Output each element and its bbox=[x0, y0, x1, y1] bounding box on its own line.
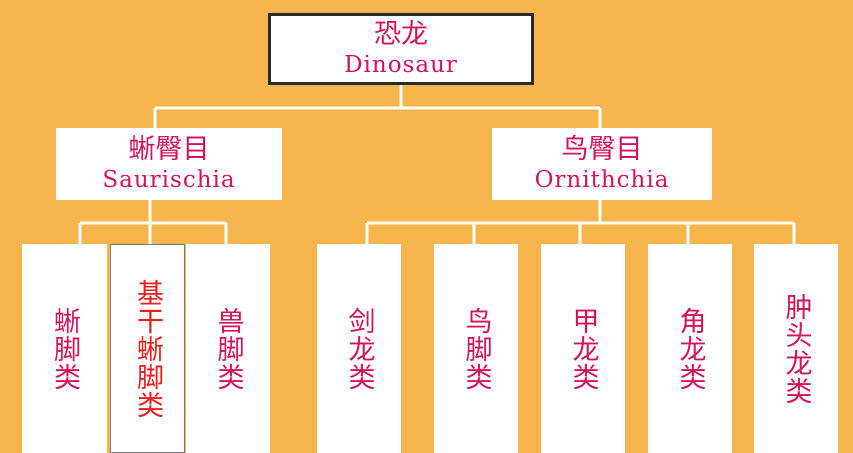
leaf-stegosauria-label: 剑龙类 bbox=[343, 306, 375, 391]
leaf-theropoda-label: 兽脚类 bbox=[212, 306, 244, 391]
node-ornithischia-cn: 鸟臀目 bbox=[561, 134, 643, 165]
leaf-basal-sauropodomorpha: 基干蜥脚类 bbox=[110, 244, 185, 453]
leaf-ornithopoda-label: 鸟脚类 bbox=[460, 306, 492, 391]
leaf-theropoda: 兽脚类 bbox=[186, 244, 270, 453]
leaf-ceratopsia-label: 角龙类 bbox=[674, 306, 706, 391]
leaf-pachycephalosauria-label: 肿头龙类 bbox=[780, 292, 812, 405]
leaf-ankylosauria-label: 甲龙类 bbox=[567, 306, 599, 391]
leaf-stegosauria: 剑龙类 bbox=[317, 244, 401, 453]
node-saurischia: 蜥臀目 Saurischia bbox=[56, 128, 282, 200]
leaf-pachycephalosauria: 肿头龙类 bbox=[754, 244, 838, 453]
leaf-ankylosauria: 甲龙类 bbox=[541, 244, 625, 453]
leaf-basal-sauropodomorpha-label: 基干蜥脚类 bbox=[132, 278, 163, 419]
node-ornithischia-en: Ornithchia bbox=[534, 167, 670, 193]
leaf-sauropoda: 蜥脚类 bbox=[22, 244, 107, 453]
node-ornithischia: 鸟臀目 Ornithchia bbox=[492, 128, 712, 200]
node-dinosaur-cn: 恐龙 bbox=[374, 19, 428, 50]
leaf-ornithopoda: 鸟脚类 bbox=[434, 244, 518, 453]
node-dinosaur: 恐龙 Dinosaur bbox=[268, 13, 534, 85]
node-dinosaur-en: Dinosaur bbox=[344, 52, 458, 78]
node-saurischia-en: Saurischia bbox=[102, 167, 236, 193]
leaf-sauropoda-label: 蜥脚类 bbox=[49, 306, 80, 391]
node-saurischia-cn: 蜥臀目 bbox=[128, 134, 210, 165]
leaf-ceratopsia: 角龙类 bbox=[648, 244, 732, 453]
